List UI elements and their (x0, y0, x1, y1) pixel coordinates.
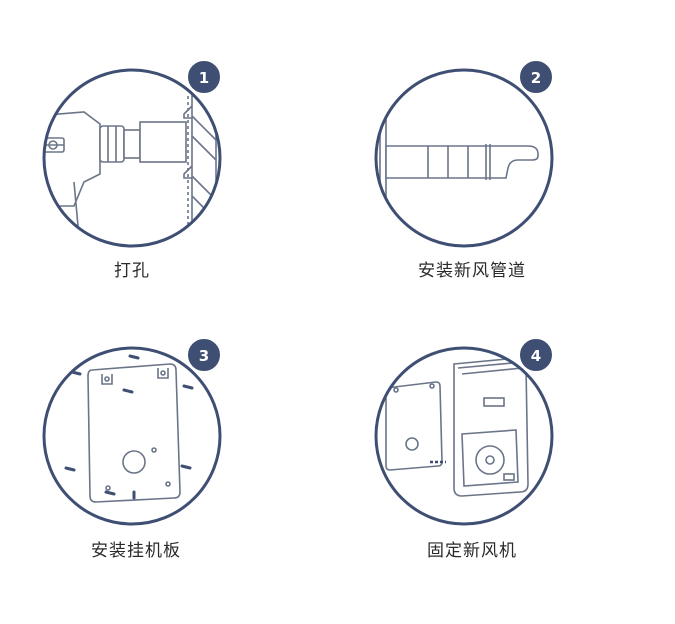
step-1-drill-hole: 1 打孔 (34, 56, 294, 306)
drill-icon: 1 (42, 59, 222, 248)
duct-pipe-icon: 2 (374, 59, 554, 248)
step-1-number: 1 (199, 69, 209, 87)
step-3-caption: 安装挂机板 (91, 541, 181, 561)
step-1-caption: 打孔 (114, 261, 150, 281)
step-2-badge: 2 (518, 59, 554, 95)
step-4-number: 4 (531, 347, 541, 365)
step-2-number: 2 (531, 69, 541, 87)
step-3-install-mounting-plate: 3 安装挂机板 (34, 334, 294, 584)
step-1-badge: 1 (186, 59, 222, 95)
step-4-fix-ventilator: 4 固定新风机 (366, 334, 626, 584)
step-2-caption: 安装新风管道 (418, 261, 526, 281)
step-3-number: 3 (199, 347, 209, 365)
step-4-caption: 固定新风机 (427, 541, 517, 561)
step-2-install-duct: 2 安装新风管道 (366, 56, 626, 306)
ventilator-unit-icon: 4 (374, 337, 554, 526)
step-3-badge: 3 (186, 337, 222, 373)
mounting-plate-icon: 3 (42, 337, 222, 526)
step-4-badge: 4 (518, 337, 554, 373)
